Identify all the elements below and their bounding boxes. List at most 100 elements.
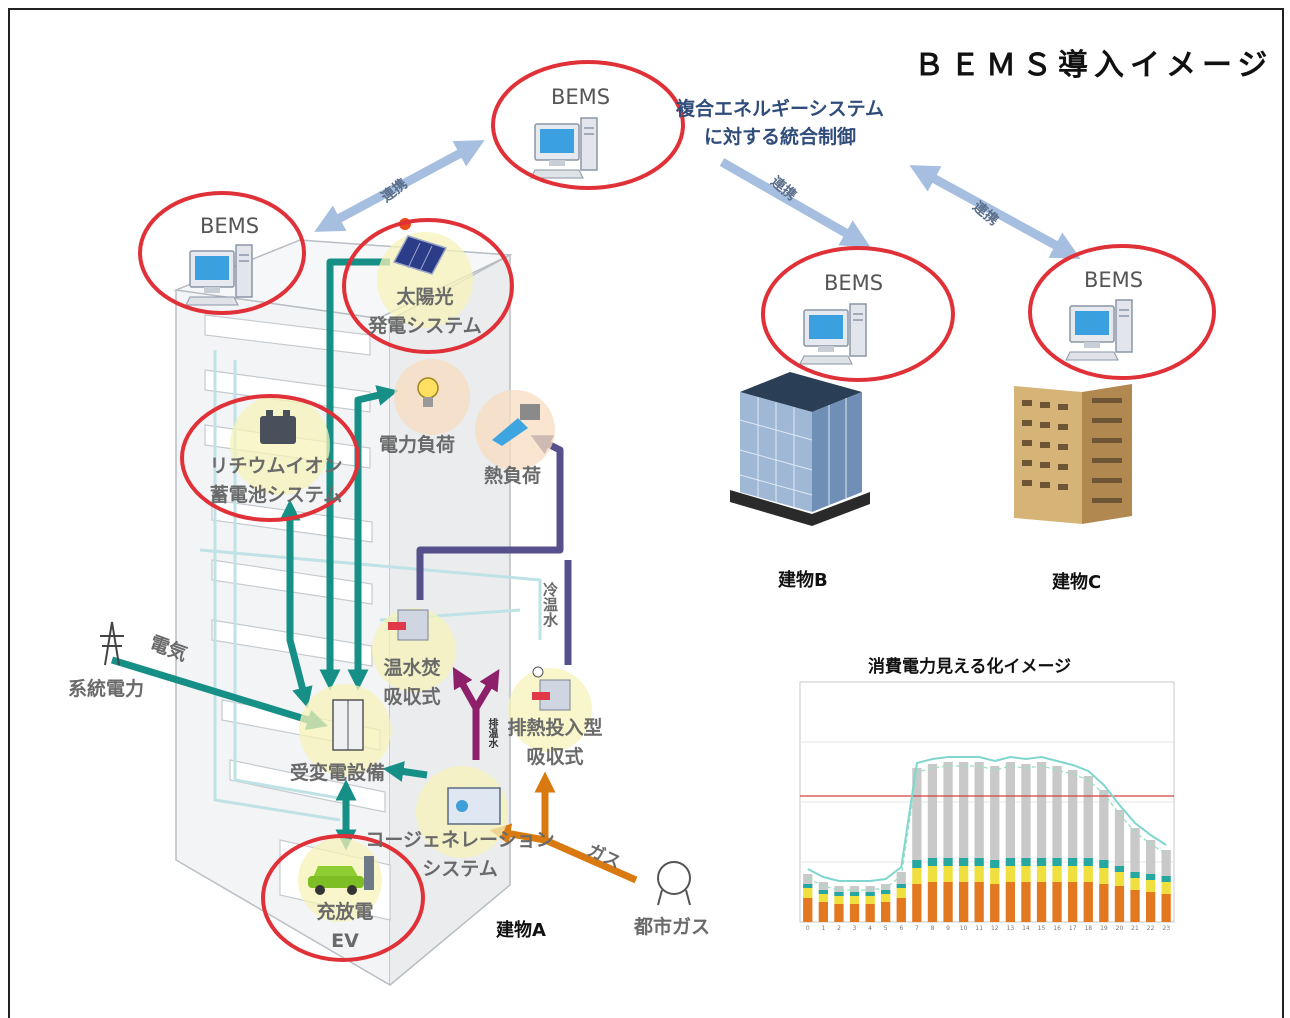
- chart-bar: [803, 874, 813, 884]
- hot-water-absorption-line-1: 温水焚: [383, 657, 441, 679]
- battery-line-2: 蓄電池システム: [209, 484, 343, 506]
- battery-line-1: リチウムイオン: [209, 455, 343, 477]
- chart-bar: [834, 896, 844, 904]
- chart-bar: [1083, 858, 1093, 866]
- chart-bar: [1021, 858, 1031, 866]
- substation-label: 受変電設備: [290, 762, 386, 784]
- chart-average-line: [807, 765, 1167, 891]
- integrated-control-line-2: に対する統合制御: [704, 126, 857, 148]
- chart-x-tick-label: 6: [899, 925, 903, 932]
- cogeneration-line-1: コージェネレーション: [365, 829, 555, 851]
- chart-x-tick-label: 4: [868, 925, 872, 932]
- pc-icon-top: [530, 117, 598, 179]
- electric-flow-arrows: [110, 258, 428, 851]
- chart-bar: [881, 894, 891, 902]
- hot-water-absorption-label: 温水焚 吸収式: [372, 654, 452, 712]
- chart-bar: [896, 898, 906, 922]
- chart-bar: [896, 888, 906, 898]
- chart-bar: [1099, 860, 1109, 868]
- chart-bar: [803, 888, 813, 898]
- chart-bar: [1005, 866, 1015, 882]
- chart-x-tick-label: 23: [1162, 925, 1170, 932]
- chart-x-tick-label: 11: [975, 925, 983, 932]
- chart-bar: [1099, 790, 1109, 860]
- chart-bar: [818, 890, 828, 894]
- ev-line-1: 充放電: [316, 901, 374, 923]
- chart-bar: [990, 766, 1000, 860]
- chart-bar: [849, 904, 860, 922]
- chart-bar: [849, 892, 860, 896]
- cold-water-label: 冷温水: [541, 582, 559, 627]
- exhaust-absorption-line-2: 吸収式: [526, 746, 584, 768]
- chart-bar: [959, 858, 969, 866]
- chart-x-tick-label: 15: [1038, 925, 1046, 932]
- gas-flow-arrows: [489, 771, 638, 884]
- chart-bar: [1052, 858, 1062, 866]
- chart-bar: [943, 762, 953, 858]
- substation-icon: [332, 699, 364, 751]
- chart-title: 消費電力見える化イメージ: [868, 657, 1072, 677]
- chart-bar: [1130, 890, 1140, 922]
- chart-bar: [1005, 882, 1015, 922]
- chart-bar: [974, 762, 984, 858]
- chart-bar: [1114, 872, 1125, 886]
- cogeneration-label: コージェネレーション システム: [360, 826, 560, 884]
- building-c-image: [1014, 384, 1132, 524]
- chart-x-tick-label: 3: [853, 925, 857, 932]
- solar-line-1: 太陽光: [396, 286, 454, 308]
- chart-x-tick-label: 2: [837, 925, 841, 932]
- chart-bar: [1146, 874, 1156, 880]
- building-b-name: 建物B: [778, 570, 828, 591]
- bems-highlight-circles: [138, 60, 1216, 962]
- exhaust-chiller-icon: [532, 666, 571, 711]
- pc-icon-building-c: [1065, 299, 1133, 361]
- chart-x-tick-label: 5: [884, 925, 888, 932]
- chart-bar: [1083, 866, 1093, 882]
- chart-x-tick-label: 19: [1100, 925, 1108, 932]
- power-load-label: 電力負荷: [379, 434, 456, 456]
- chart-bar: [943, 866, 953, 882]
- chart-bar: [896, 884, 906, 888]
- page-title: ＢＥＭＳ導入イメージ: [914, 48, 1274, 83]
- chart-bar: [1161, 882, 1171, 894]
- chart-bar: [818, 894, 828, 902]
- chart-bar: [803, 884, 813, 888]
- chart-bar: [912, 868, 922, 884]
- chart-x-tick-label: 12: [991, 925, 999, 932]
- chart-bar: [1161, 894, 1171, 922]
- chart-bar: [927, 882, 938, 922]
- building-b-image: [730, 372, 870, 526]
- chart-bar: [974, 866, 984, 882]
- chart-bar: [990, 884, 1000, 922]
- chart-x-tick-label: 7: [915, 925, 919, 932]
- battery-label: リチウムイオン 蓄電池システム: [196, 452, 356, 510]
- chart-bar: [1052, 866, 1062, 882]
- ev-car-icon: [308, 856, 374, 895]
- power-tower-icon: [100, 621, 124, 666]
- chart-bar: [1036, 858, 1047, 866]
- bems-label-building-b: BEMS: [824, 271, 884, 295]
- integrated-control-line-1: 複合エネルギーシステム: [676, 98, 885, 120]
- page-frame: [8, 8, 1284, 1018]
- chart-bar: [881, 902, 891, 922]
- chart-bar: [849, 896, 860, 904]
- chart-bar: [881, 890, 891, 894]
- chart-bar: [1068, 866, 1078, 882]
- chart-bar: [1130, 828, 1140, 872]
- chart-bar: [1146, 840, 1156, 874]
- chart-bar: [1036, 762, 1047, 858]
- chart-bar: [927, 858, 938, 866]
- chart-bar: [912, 768, 922, 860]
- exhaust-absorption-line-1: 排熱投入型: [507, 717, 603, 739]
- chart-bar: [1005, 858, 1015, 866]
- chart-bar: [959, 866, 969, 882]
- chart-bar: [1021, 882, 1031, 922]
- chart-bar: [927, 866, 938, 882]
- chart-bar: [990, 860, 1000, 868]
- chart-bar: [1161, 850, 1171, 876]
- chart-x-tick-label: 0: [806, 925, 810, 932]
- chart-x-tick-label: 13: [1007, 925, 1015, 932]
- exhaust-flow-arrows: [452, 666, 500, 760]
- chart-bar: [818, 902, 828, 922]
- chart-x-tick-label: 9: [946, 925, 950, 932]
